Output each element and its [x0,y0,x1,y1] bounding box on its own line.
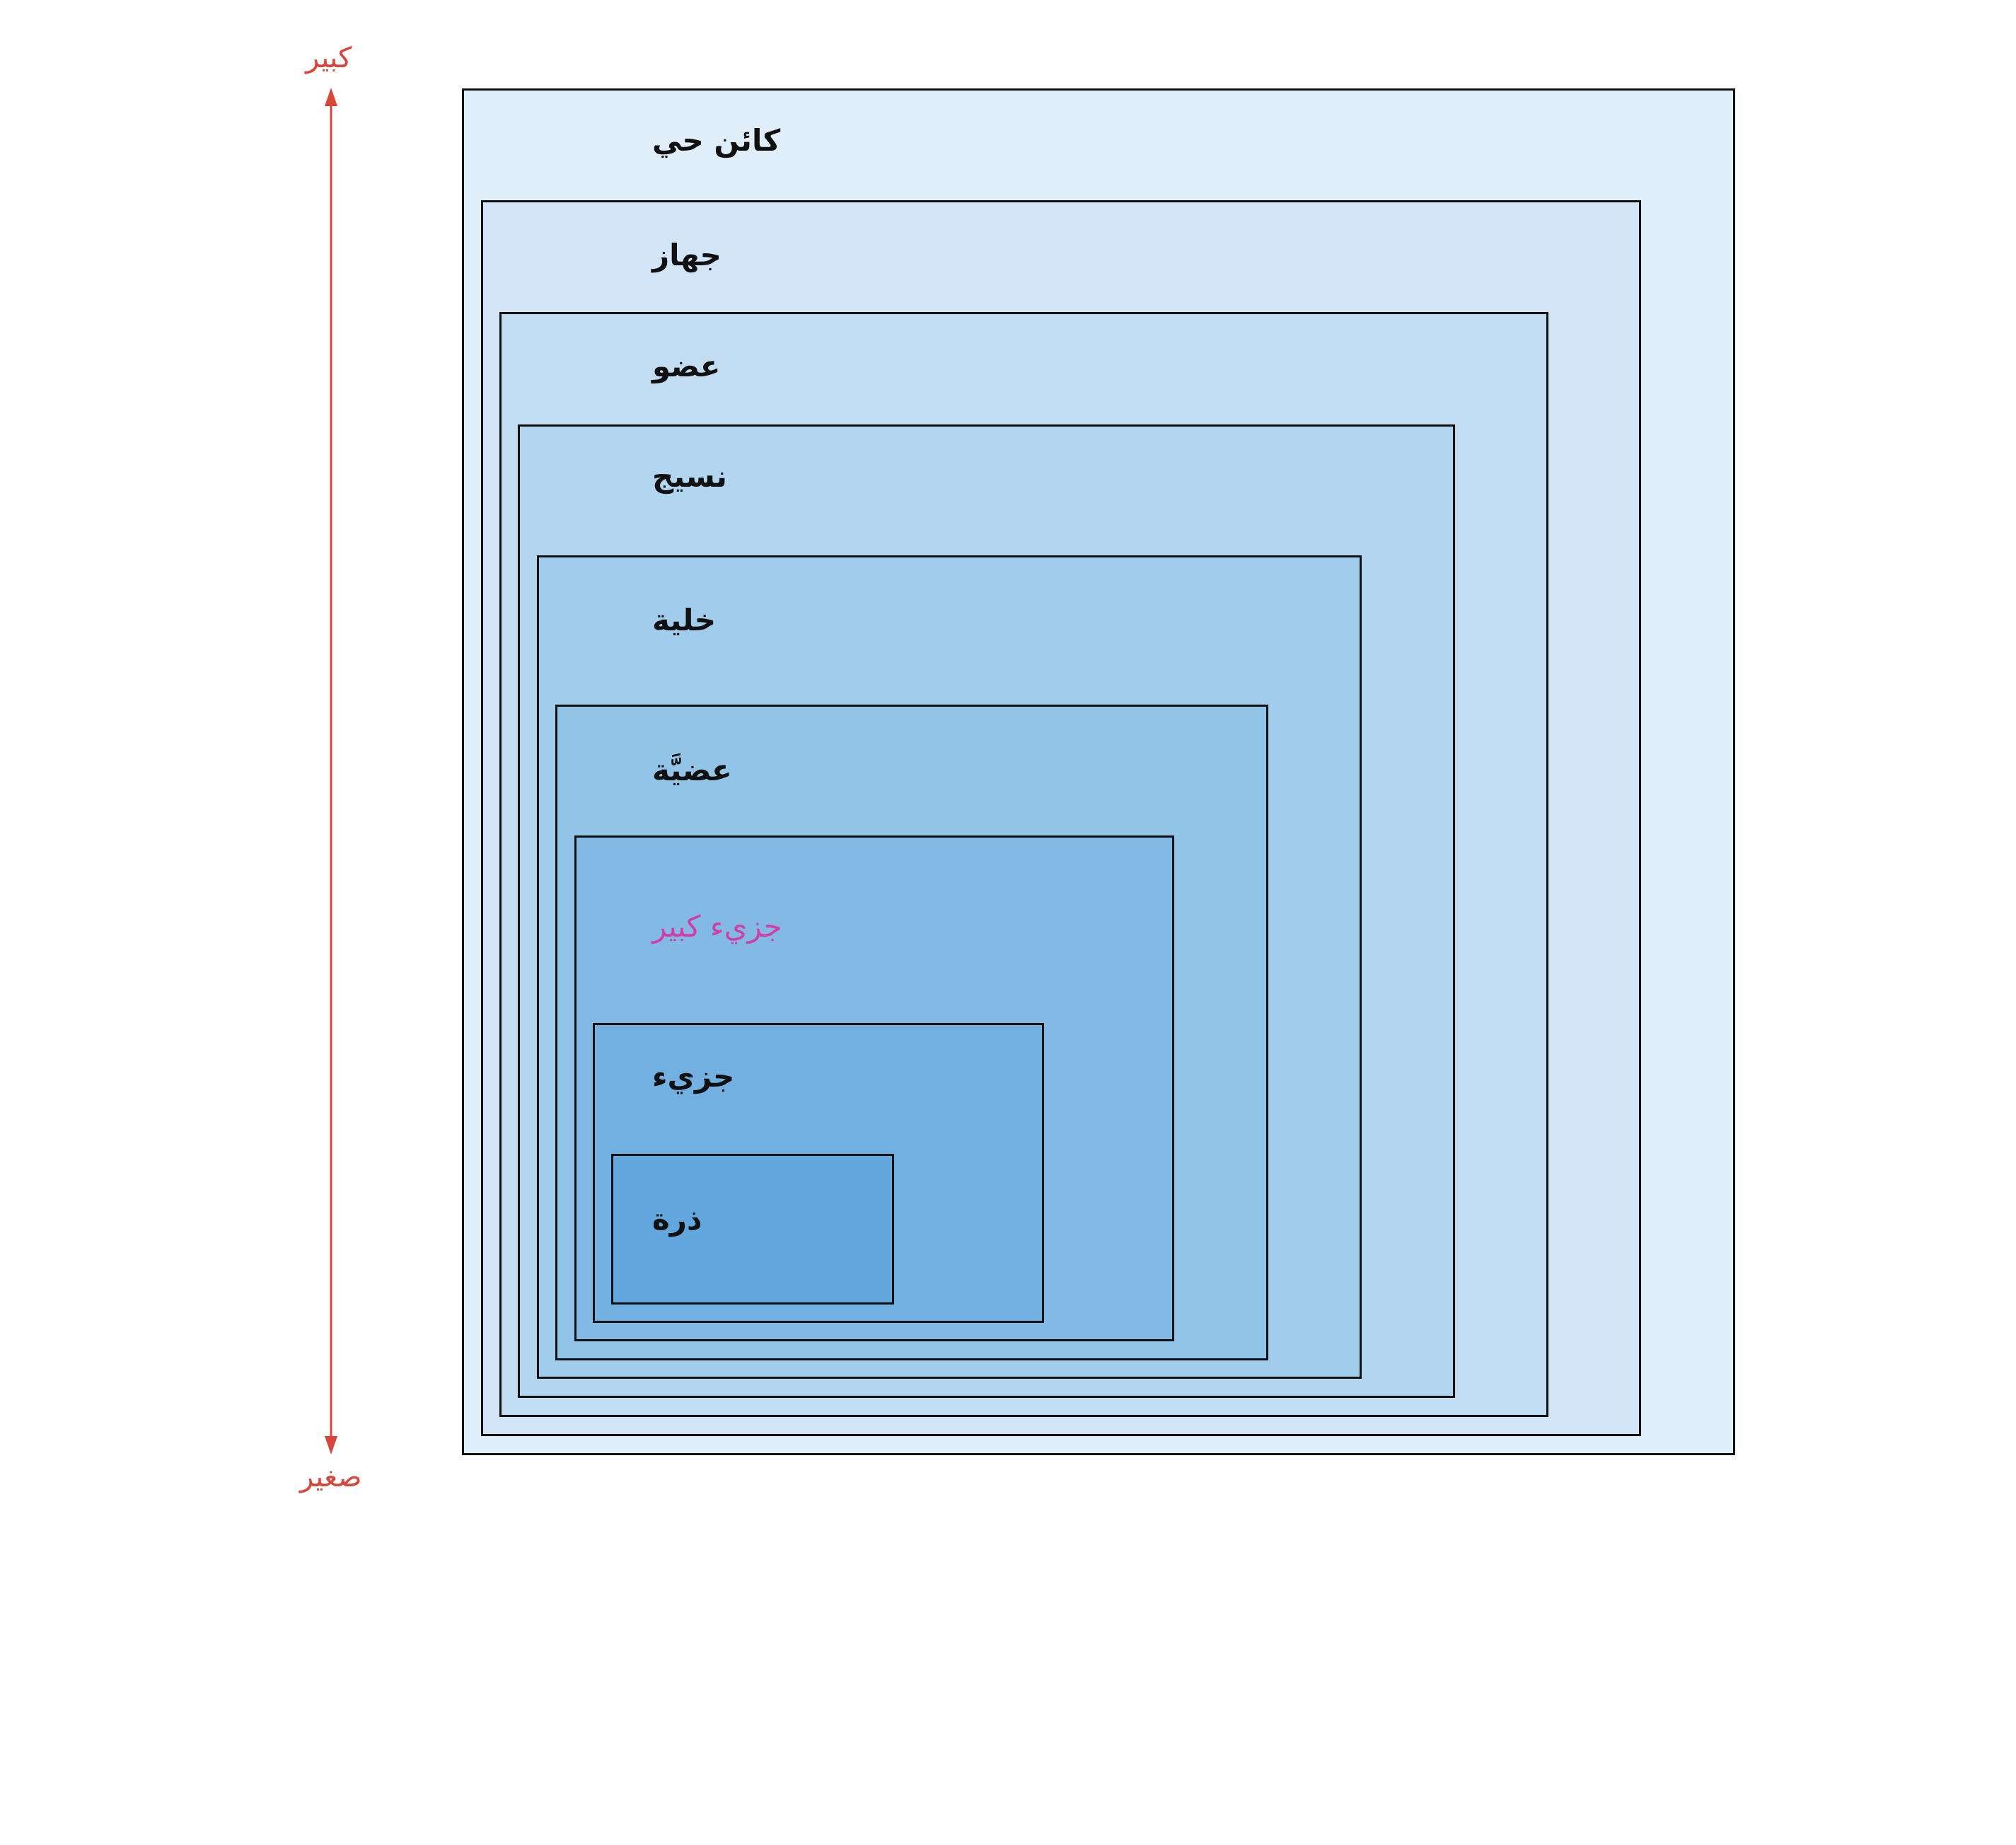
level-label-organ-system: جهاز [652,238,722,272]
level-label-molecule: جزيء [652,1059,735,1094]
scale-arrowhead-up-icon [325,88,337,106]
level-label-tissue: نسيج [652,459,727,494]
level-label-atom: ذرة [652,1202,702,1237]
level-label-macromolecule: جزيء كبير [652,909,782,944]
scale-top-label: كبير [306,42,352,74]
level-box-atom [611,1154,894,1305]
scale-double-arrow [325,88,337,1454]
level-label-organ: عضو [652,349,721,383]
level-label-organelle: عضيَّة [652,753,732,787]
scale-arrowhead-down-icon [325,1436,337,1454]
level-label-organism: كائن حي [652,123,781,158]
level-label-cell: خلية [652,603,717,637]
scale-bottom-label: صغير [300,1461,362,1493]
